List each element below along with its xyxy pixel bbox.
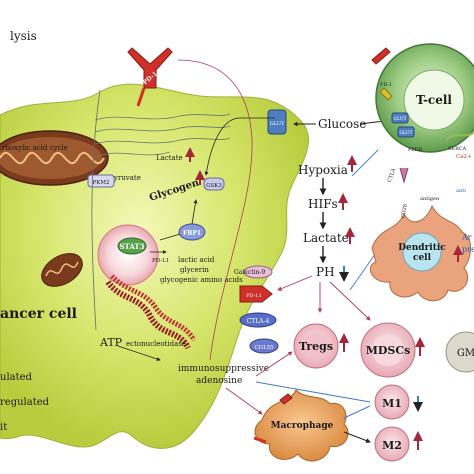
tcell-er <box>445 131 474 141</box>
tcell-glut-2 <box>397 126 415 138</box>
precursor-glycerin: glycerin <box>180 266 209 274</box>
tcell-glut-1 <box>391 112 409 124</box>
glucose-uptake-arrow <box>204 117 275 176</box>
tcell-serca-label: SERCA <box>448 146 467 152</box>
pkm2-box <box>87 174 115 188</box>
pdl1-surface-label: PD-L1 <box>246 293 262 299</box>
adenosine-to-macrophage-arrow <box>225 387 263 415</box>
adenosine-to-m1-inhibition <box>255 381 371 403</box>
mitochondrion <box>0 130 109 186</box>
glucose-label: Glucose <box>318 117 366 131</box>
dc-label-line1: Dendritic <box>398 243 446 253</box>
gm-label: GM <box>457 348 474 359</box>
legend-item-downregulated: regulated <box>0 397 50 408</box>
legend-item-inhibit: it <box>0 422 7 433</box>
tcell-ctla-receptor <box>399 167 409 184</box>
macrophage-cell <box>254 389 349 462</box>
atp-adenosine-arrow <box>117 345 161 361</box>
atp-label: ATP <box>99 336 123 349</box>
pd1-receptor-cancer: PD-1 <box>127 47 173 107</box>
pkm2-label: PKM2 <box>93 180 110 186</box>
tcell-pper-label: PPER <box>408 147 422 153</box>
fbp1-stat3-inhibition <box>159 233 181 241</box>
tca-cycle-label: rboxylic acid cycle <box>2 144 68 152</box>
tcell-top-receptor <box>371 47 391 65</box>
adenosine-label-line1: immunosuppressive <box>178 364 269 374</box>
stat3-protein: STAT3 <box>117 237 147 255</box>
t-cell <box>375 43 474 153</box>
glut-transporter-cancer: GLUT <box>267 109 287 135</box>
tcell-pd1-receptor <box>379 87 393 101</box>
macrophage-label: Macrophage <box>271 421 334 431</box>
m2-cell <box>374 426 410 462</box>
dc-label-line2: cell <box>413 253 432 263</box>
tcell-pd1-label: PD-1 <box>380 82 392 88</box>
cancer-cell-label: ancer cell <box>0 306 77 322</box>
lactate-label: Lactate <box>156 154 183 162</box>
tcell-ca-label: Ca2+ <box>456 154 472 160</box>
stat3-label: STAT3 <box>119 242 144 251</box>
m1-label: M1 <box>382 397 402 410</box>
precursor-amino-acids: glycogenic amino acids <box>160 276 243 284</box>
legend-item-upregulated: ulated <box>0 372 33 383</box>
fbp1-label: FBP1 <box>183 230 201 237</box>
cd155-ligand <box>249 338 279 354</box>
feedback-curve-1 <box>177 59 253 361</box>
hifs-label: HIFs <box>308 197 338 211</box>
dna-helix <box>105 274 197 350</box>
precursor-lactic-acid: lactic acid <box>178 256 215 264</box>
dc-inhibition-line <box>349 249 379 291</box>
cd155-label: CD155 <box>254 345 274 351</box>
macrophage-m2-arrow <box>343 431 371 443</box>
glut-cancer-label: GLUT <box>270 121 285 127</box>
gsk3-label: GSK3 <box>206 183 222 189</box>
feedback-curve-2 <box>91 89 101 331</box>
gm-cell <box>445 331 474 373</box>
ctla4-ligand <box>239 312 277 328</box>
ph-to-mdscs-arrow <box>329 281 371 321</box>
fbp1-arrow <box>191 199 198 225</box>
tcell-antigen-label: antigen <box>420 196 440 202</box>
galectin9-label: Galectin-9 <box>234 269 265 276</box>
mdscs-cell <box>360 322 416 378</box>
ph-label: PH <box>316 265 335 279</box>
pdl1-gene-label: PD-L1 <box>152 258 169 264</box>
microenv-lactate-label: Lactate <box>303 231 349 245</box>
tcell-glut-1-label: GLUT <box>393 116 406 122</box>
m1-cell <box>374 384 410 420</box>
mitochondrion-small <box>41 253 83 287</box>
dc-side-label-1: Ar <box>461 233 472 242</box>
macrophage-m1-inhibition <box>343 405 371 419</box>
dendritic-cell <box>369 204 471 302</box>
tcell-anti-label: anti <box>456 188 466 194</box>
pyruvate-label: yruvate <box>113 174 141 182</box>
tregs-label: Tregs <box>299 340 333 353</box>
tregs-cell <box>293 323 339 369</box>
header-title-fragment: lysis <box>10 29 37 43</box>
tcell-label: T-cell <box>416 93 452 107</box>
tcell-glut-2-label: GLUT <box>399 130 412 136</box>
dc-side-label-2: pre <box>462 245 474 254</box>
galectin9-ligand <box>243 265 273 279</box>
adenosine-label-line2: adenosine <box>196 376 242 386</box>
tcell-inhibition-line <box>351 149 379 177</box>
ectonucleotidase-label: ectonucleotidase <box>126 340 186 348</box>
tcell-ctla-label: CTLA <box>387 167 398 183</box>
gsk3-box <box>203 177 225 191</box>
macrophage-pd1-receptor <box>279 393 293 405</box>
endoplasmic-reticulum <box>94 113 231 157</box>
m2-label: M2 <box>382 439 402 452</box>
dc-cd28-label: CD28 <box>400 204 408 219</box>
ph-to-pdl1-arrow <box>277 275 313 291</box>
ctla4-label: CTLA-4 <box>247 318 270 325</box>
pdl1-surface-ligand <box>239 285 273 303</box>
nucleus <box>97 224 159 286</box>
mdscs-label: MDSCs <box>366 344 411 357</box>
adenosine-to-tregs-arrow <box>255 351 293 377</box>
hypoxia-label: Hypoxia <box>298 163 348 177</box>
macrophage-receptor-2 <box>253 436 267 444</box>
